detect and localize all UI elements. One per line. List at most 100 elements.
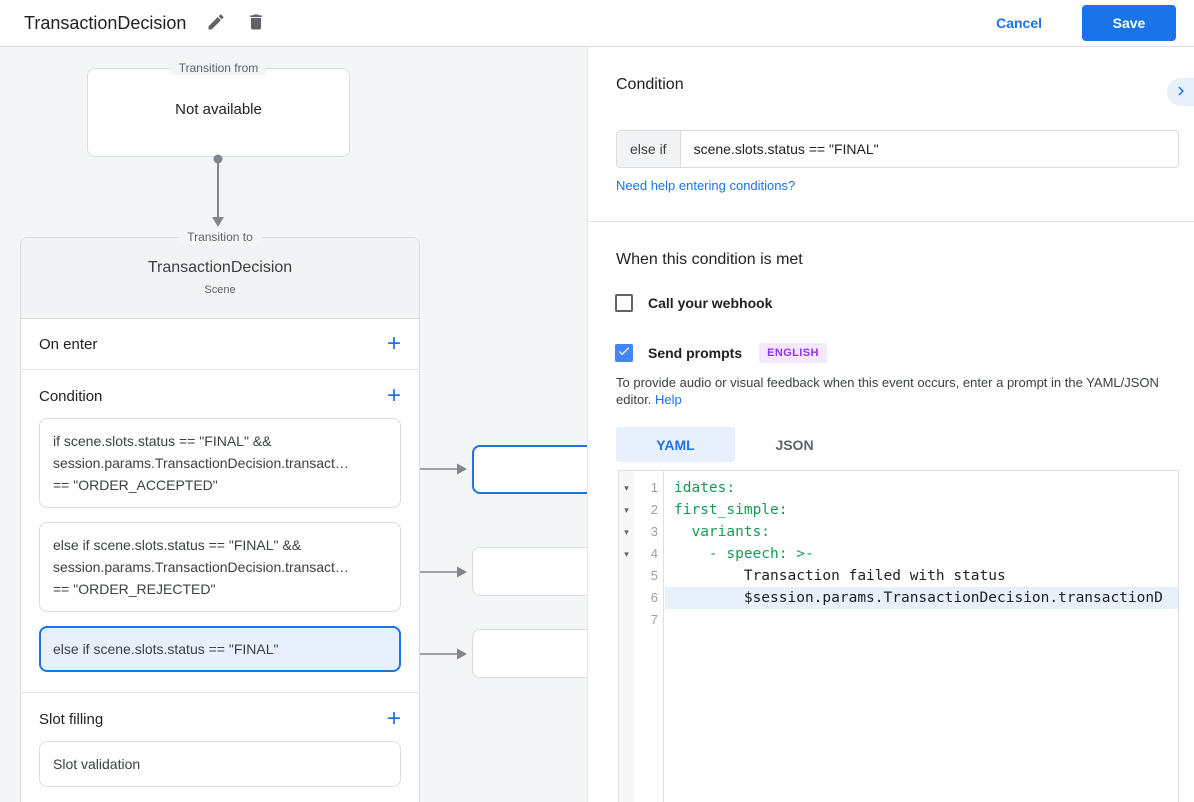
scene-title: TransactionDecision <box>24 12 187 33</box>
add-on-enter-button[interactable]: + <box>386 330 401 357</box>
transition-from-box[interactable]: Transition from Not available <box>87 61 350 157</box>
transition-from-value: Not available <box>175 101 262 118</box>
checkmark-icon <box>617 344 631 363</box>
transition-from-label: Transition from <box>170 61 267 75</box>
flow-canvas: Transition from Not available Transition… <box>0 47 587 802</box>
condition-text-line: if scene.slots.status == "FINAL" && <box>53 433 272 449</box>
save-button[interactable]: Save <box>1082 5 1176 41</box>
line-number: 6 <box>650 590 658 605</box>
fold-arrow-empty <box>619 609 634 631</box>
slot-validation-card[interactable]: Slot validation <box>39 741 401 787</box>
condition-card-selected[interactable]: else if scene.slots.status == "FINAL" <box>39 626 401 672</box>
add-condition-button[interactable]: + <box>386 382 401 409</box>
send-prompts-label: Send prompts <box>648 345 743 361</box>
code-text: Transaction failed with status <box>674 568 1006 584</box>
transition-to-card: Transition to TransactionDecision Scene … <box>20 230 420 802</box>
cancel-button[interactable]: Cancel <box>996 15 1042 31</box>
code-text: variants: <box>674 524 771 540</box>
line-number: 7 <box>650 612 658 627</box>
line-number: 1 <box>650 480 658 495</box>
conditions-help-link[interactable]: Need help entering conditions? <box>616 178 796 193</box>
slot-card-list: Slot validation <box>21 741 419 787</box>
delete-scene-button[interactable] <box>246 12 266 35</box>
slot-filling-section: Slot filling + Slot validation <box>21 693 419 787</box>
prompt-description: To provide audio or visual feedback when… <box>616 374 1166 408</box>
scene-card-title: TransactionDecision <box>147 259 293 276</box>
condition-card-list: if scene.slots.status == "FINAL" && sessi… <box>21 418 419 672</box>
editor-line-gutter: ▾1 <box>619 477 665 499</box>
editor-line-gutter: 5 <box>619 565 665 587</box>
condition-card[interactable]: if scene.slots.status == "FINAL" && sessi… <box>39 418 401 508</box>
condition-prefix-label: else if <box>617 131 681 167</box>
pencil-icon <box>206 12 226 35</box>
editor-line[interactable]: 5 Transaction failed with status <box>619 565 1178 587</box>
code-text <box>665 609 1178 631</box>
on-enter-row: On enter + <box>21 319 419 370</box>
fold-arrow-icon[interactable]: ▾ <box>624 549 629 559</box>
editor-line[interactable]: ▾3 variants: <box>619 521 1178 543</box>
fold-arrow-icon[interactable]: ▾ <box>624 505 629 515</box>
editor-line-gutter: ▾3 <box>619 521 665 543</box>
prompt-description-text: To provide audio or visual feedback when… <box>616 375 1159 407</box>
condition-expression-input[interactable] <box>680 131 1178 167</box>
editor-fold-strip <box>619 471 634 802</box>
editor-line[interactable]: ▾4 - speech: >- <box>619 543 1178 565</box>
condition-section: Condition + if scene.slots.status == "FI… <box>21 370 419 693</box>
send-prompts-row: Send prompts ENGLISH <box>615 343 827 363</box>
transition-target-box[interactable] <box>472 547 587 596</box>
add-slot-button[interactable]: + <box>386 705 401 732</box>
app-bar: TransactionDecision Cancel Save <box>0 0 1194 47</box>
code-text: $session.params.TransactionDecision.tran… <box>665 587 1178 609</box>
transition-target-box[interactable] <box>472 629 587 678</box>
code-text: - speech: >- <box>674 546 814 562</box>
panel-divider <box>588 221 1194 222</box>
scene-card-subtitle: Scene <box>204 284 236 296</box>
transition-target-box[interactable] <box>472 445 587 494</box>
collapse-panel-button[interactable] <box>1167 78 1194 106</box>
line-number: 5 <box>650 568 658 583</box>
call-webhook-label: Call your webhook <box>648 295 773 311</box>
condition-text-line: else if scene.slots.status == "FINAL" && <box>53 537 302 553</box>
edit-scene-button[interactable] <box>206 12 226 35</box>
code-text: first_simple: <box>674 502 788 518</box>
transition-to-label: Transition to <box>179 230 261 244</box>
prompt-help-link[interactable]: Help <box>655 392 682 407</box>
editor-line-gutter: ▾4 <box>619 543 665 565</box>
call-webhook-checkbox[interactable] <box>615 294 633 312</box>
tab-json[interactable]: JSON <box>735 427 854 462</box>
line-number: 2 <box>650 502 658 517</box>
condition-card[interactable]: else if scene.slots.status == "FINAL" &&… <box>39 522 401 612</box>
on-enter-label: On enter <box>39 335 98 353</box>
editor-line-gutter: 7 <box>619 609 665 631</box>
panel-title: Condition <box>616 76 684 93</box>
scene-card-header[interactable]: TransactionDecision Scene <box>21 238 419 319</box>
editor-line[interactable]: 7 <box>619 609 1178 631</box>
condition-text-line: else if scene.slots.status == "FINAL" <box>53 641 279 657</box>
condition-text-line: session.params.TransactionDecision.trans… <box>53 455 349 471</box>
fold-arrow-icon[interactable]: ▾ <box>624 527 629 537</box>
when-condition-met-heading: When this condition is met <box>616 251 803 268</box>
editor-gutter <box>619 471 664 802</box>
slot-filling-label: Slot filling <box>39 710 104 728</box>
call-webhook-row: Call your webhook <box>615 294 772 312</box>
line-number: 3 <box>650 524 658 539</box>
tab-yaml[interactable]: YAML <box>616 427 735 462</box>
send-prompts-checkbox[interactable] <box>615 344 633 362</box>
editor-line-gutter: 6 <box>619 587 665 609</box>
language-badge: ENGLISH <box>759 343 827 363</box>
editor-line-gutter: ▾2 <box>619 499 665 521</box>
code-text: idates: <box>674 480 736 496</box>
line-number: 4 <box>650 546 658 561</box>
editor-line[interactable]: 6 $session.params.TransactionDecision.tr… <box>619 587 1178 609</box>
condition-section-label: Condition <box>39 387 103 405</box>
condition-detail-panel: Condition else if Need help entering con… <box>587 47 1194 802</box>
condition-text-line: == "ORDER_ACCEPTED" <box>53 477 218 493</box>
condition-expression-row: else if <box>616 130 1179 168</box>
chevron-right-icon <box>1172 82 1190 103</box>
fold-arrow-icon[interactable]: ▾ <box>624 483 629 493</box>
editor-format-tabs: YAML JSON <box>616 427 854 462</box>
